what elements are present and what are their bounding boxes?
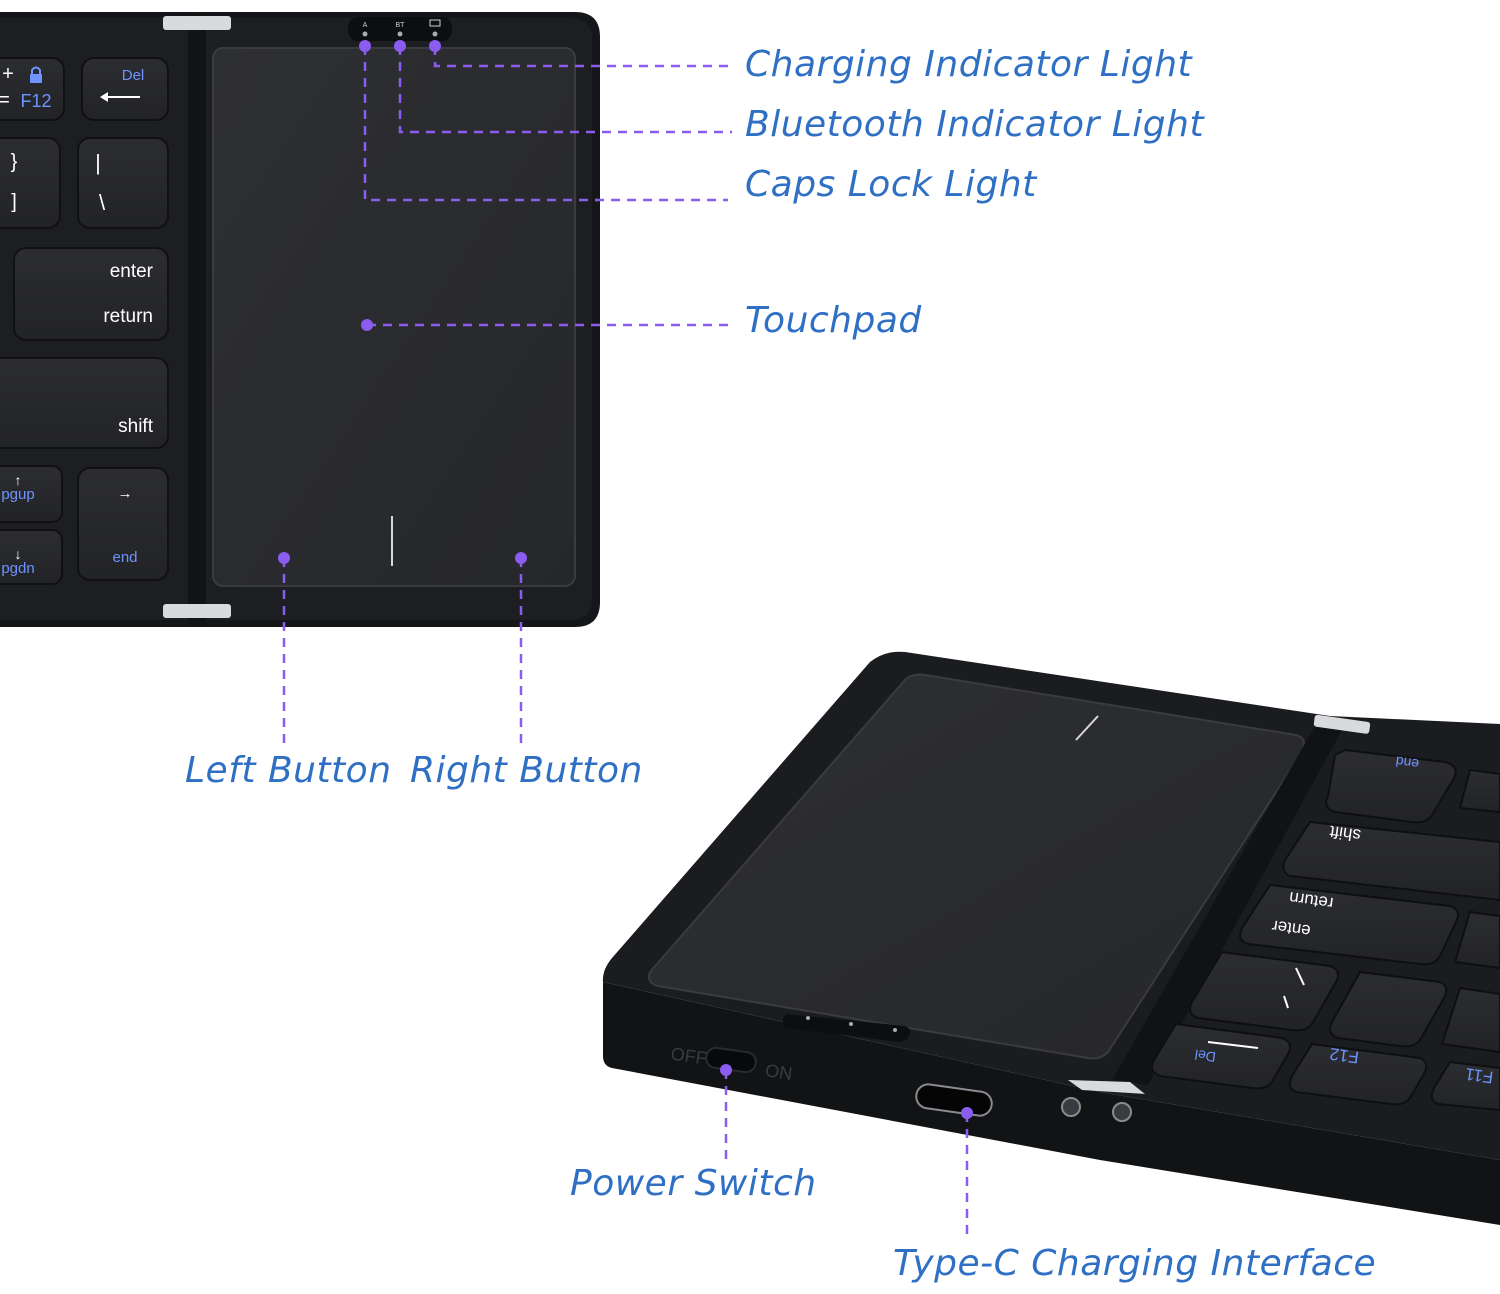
caps-indicator-mark: A bbox=[363, 22, 368, 29]
switch-off-label: OFF bbox=[670, 1044, 708, 1069]
key-pgup: pgup bbox=[1, 486, 34, 503]
screw-icon bbox=[1061, 1097, 1081, 1117]
label-power-switch: Power Switch bbox=[570, 1163, 817, 1204]
key-shift-flipped: shift bbox=[1328, 822, 1362, 845]
key-bracket: ] bbox=[11, 191, 17, 213]
key-pipe: | bbox=[95, 150, 101, 175]
label-bluetooth-indicator-light: Bluetooth Indicator Light bbox=[745, 104, 1205, 145]
leader-lines bbox=[282, 46, 969, 1240]
lock-icon bbox=[30, 66, 42, 83]
indicator-strip bbox=[348, 17, 452, 41]
button-divider-angled bbox=[1075, 715, 1099, 741]
key-end: end bbox=[112, 549, 137, 566]
key-pgdn: pgdn bbox=[1, 560, 34, 577]
type-c-port[interactable] bbox=[915, 1083, 994, 1117]
keys-top bbox=[0, 57, 169, 585]
key-return: return bbox=[103, 306, 153, 327]
hinge-angled bbox=[1112, 726, 1342, 1085]
key-brace: } bbox=[11, 151, 18, 173]
label-touchpad: Touchpad bbox=[745, 300, 922, 341]
touchpad-surface[interactable] bbox=[212, 47, 576, 587]
label-caps-lock-light: Caps Lock Light bbox=[745, 164, 1037, 205]
label-left-button: Left Button bbox=[185, 750, 392, 791]
key-shift: shift bbox=[118, 416, 154, 437]
key-right-arrow: → bbox=[118, 485, 133, 502]
key-del-flipped: Del bbox=[1194, 1047, 1217, 1066]
hinge bbox=[188, 14, 206, 626]
leader-caps bbox=[363, 46, 728, 202]
leader-bluetooth bbox=[398, 46, 732, 134]
key-f12-flipped: F12 bbox=[1328, 1044, 1360, 1067]
charge-led bbox=[432, 31, 438, 37]
key-end-flipped: end bbox=[1395, 753, 1420, 772]
up-arrow-icon: ↑ bbox=[15, 472, 22, 488]
battery-icon bbox=[429, 19, 441, 27]
indicator-strip-angled bbox=[783, 1014, 911, 1042]
label-type-c-charging-interface: Type-C Charging Interface bbox=[893, 1243, 1377, 1284]
backspace-arrow-flipped bbox=[1207, 1041, 1259, 1049]
key-enter: enter bbox=[110, 261, 154, 282]
switch-on-label: ON bbox=[764, 1060, 794, 1084]
hinge-clip-top bbox=[163, 16, 231, 30]
label-right-button: Right Button bbox=[410, 750, 643, 791]
keys-bottom bbox=[1151, 748, 1500, 1112]
key-f12: F12 bbox=[20, 91, 51, 111]
bt-led bbox=[397, 31, 403, 37]
leader-charging bbox=[433, 46, 732, 68]
key-equals: = bbox=[0, 89, 10, 111]
key-del: Del bbox=[122, 67, 145, 84]
leader-dots bbox=[278, 40, 973, 1119]
caps-led bbox=[362, 31, 368, 37]
key-f11-flipped: F11 bbox=[1464, 1064, 1494, 1087]
label-charging-indicator-light: Charging Indicator Light bbox=[745, 44, 1193, 85]
top-keyboard-device: A BT + = F12 Del bbox=[0, 12, 600, 627]
hinge-clip-bottom bbox=[163, 604, 231, 618]
down-arrow-icon: ↓ bbox=[15, 546, 22, 562]
screw-icon bbox=[1112, 1102, 1132, 1122]
backspace-arrow-icon bbox=[100, 92, 140, 102]
key-backslash: \ bbox=[99, 190, 106, 215]
bottom-keyboard-device: end shift return enter Del F12 F11 OFF O… bbox=[602, 651, 1500, 1225]
bt-indicator-mark: BT bbox=[396, 22, 406, 29]
key-plus: + bbox=[2, 63, 14, 85]
